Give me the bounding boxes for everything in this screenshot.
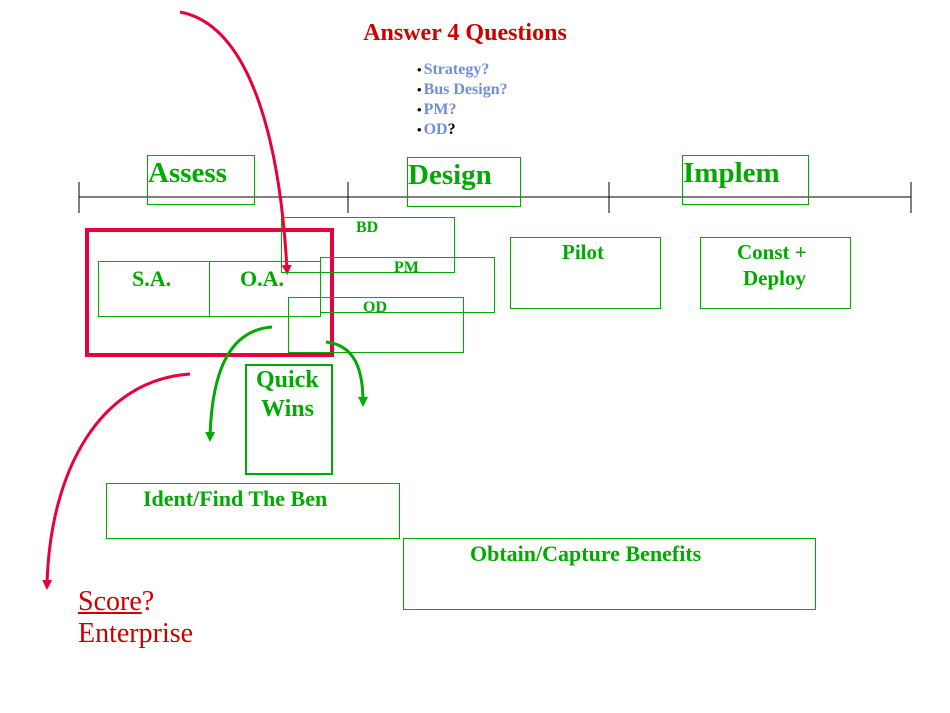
phase-assess-label: Assess	[148, 157, 227, 189]
question-text: PM?	[423, 101, 457, 118]
activity-const-label-2: Deploy	[743, 266, 806, 290]
activity-sa: S.A.	[98, 261, 210, 317]
green-arrow-right	[325, 340, 368, 407]
activity-sa-label: S.A.	[132, 266, 172, 291]
phase-implem: Implem	[682, 155, 809, 205]
activity-pilot: Pilot	[510, 237, 661, 309]
question-text: Strategy?	[423, 61, 490, 78]
bullet-icon: •	[417, 122, 422, 137]
bullet-icon: •	[417, 102, 422, 117]
phase-implem-label: Implem	[683, 157, 780, 189]
activity-quick-wins: Quick Wins	[245, 364, 333, 475]
score-suffix: ?	[141, 586, 155, 617]
red-arrow-score	[42, 372, 191, 590]
activity-bd: BD	[281, 217, 455, 273]
activity-oa-label: O.A.	[240, 266, 284, 291]
score-enterprise: Enterprise	[78, 618, 194, 649]
phase-design-label: Design	[408, 159, 492, 191]
quick-wins-label-1: Quick	[256, 367, 319, 393]
red-arrow-top	[179, 10, 292, 275]
activity-pilot-label: Pilot	[562, 240, 604, 264]
question-item: •PM?	[417, 100, 508, 120]
question-text: Bus Design?	[423, 81, 508, 98]
activity-od-label: OD	[363, 299, 387, 316]
activity-pm: PM	[320, 257, 495, 313]
activity-od: OD	[288, 297, 464, 353]
activity-oa: O.A.	[209, 261, 321, 317]
assess-highlight-frame	[85, 228, 334, 357]
question-item: •Bus Design?	[417, 80, 508, 100]
activity-bd-label: BD	[356, 219, 379, 236]
activity-obtain-benefits: Obtain/Capture Benefits	[403, 538, 816, 610]
obtain-benefits-label: Obtain/Capture Benefits	[470, 541, 702, 566]
score-text: Score? Enterprise	[78, 586, 193, 650]
question-item: •Strategy?	[417, 60, 508, 80]
score-word: Score	[78, 586, 142, 617]
question-text: OD	[423, 121, 448, 138]
bullet-icon: •	[417, 82, 422, 97]
activity-pm-label: PM	[394, 259, 419, 276]
bullet-icon: •	[417, 62, 422, 77]
activity-ident-benefits: Ident/Find The Ben	[106, 483, 400, 539]
ident-benefits-label: Ident/Find The Ben	[143, 486, 328, 511]
green-arrow-left	[205, 325, 273, 442]
phase-assess: Assess	[147, 155, 255, 205]
quick-wins-label-2: Wins	[261, 396, 314, 422]
activity-const-label-1: Const +	[737, 240, 807, 264]
page-title: Answer 4 Questions	[363, 20, 567, 46]
activity-const-deploy: Const + Deploy	[700, 237, 851, 309]
questions-list: •Strategy? •Bus Design? •PM? •OD?	[417, 60, 508, 140]
phase-design: Design	[407, 157, 521, 207]
question-item: •OD?	[417, 120, 508, 140]
question-suffix: ?	[447, 121, 456, 138]
